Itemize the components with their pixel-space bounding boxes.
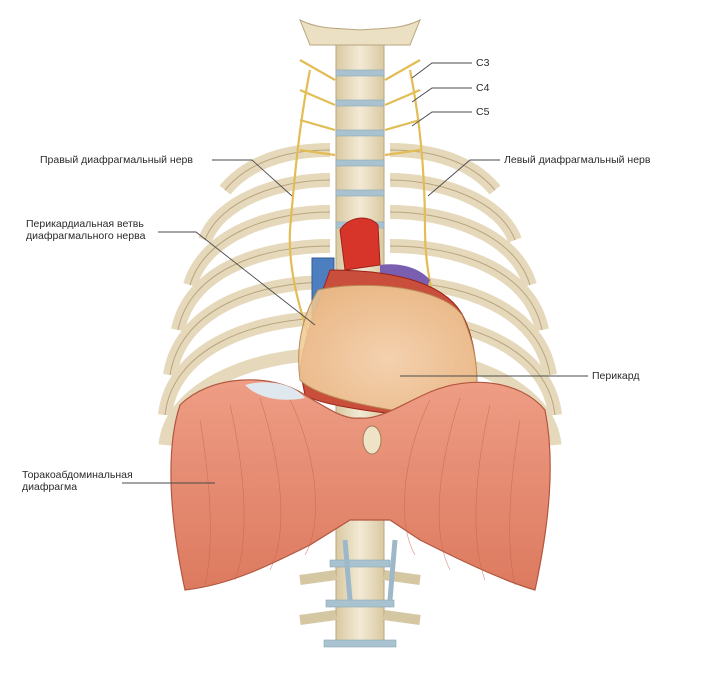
leader-lines: [122, 62, 588, 484]
label-c3: C3: [476, 57, 490, 69]
label-diaphragm: Торакоабдоминальная диафрагма: [22, 469, 133, 493]
label-left-phrenic-nerve: Левый диафрагмальный нерв: [504, 154, 651, 166]
label-c5: C5: [476, 106, 490, 118]
label-right-phrenic-nerve: Правый диафрагмальный нерв: [40, 154, 193, 166]
label-pericardium: Перикард: [592, 370, 640, 382]
label-c4: C4: [476, 82, 490, 94]
label-pericardial-branch: Перикардиальная ветвь диафрагмального не…: [26, 218, 146, 242]
diaphragm-shape: [170, 379, 551, 601]
